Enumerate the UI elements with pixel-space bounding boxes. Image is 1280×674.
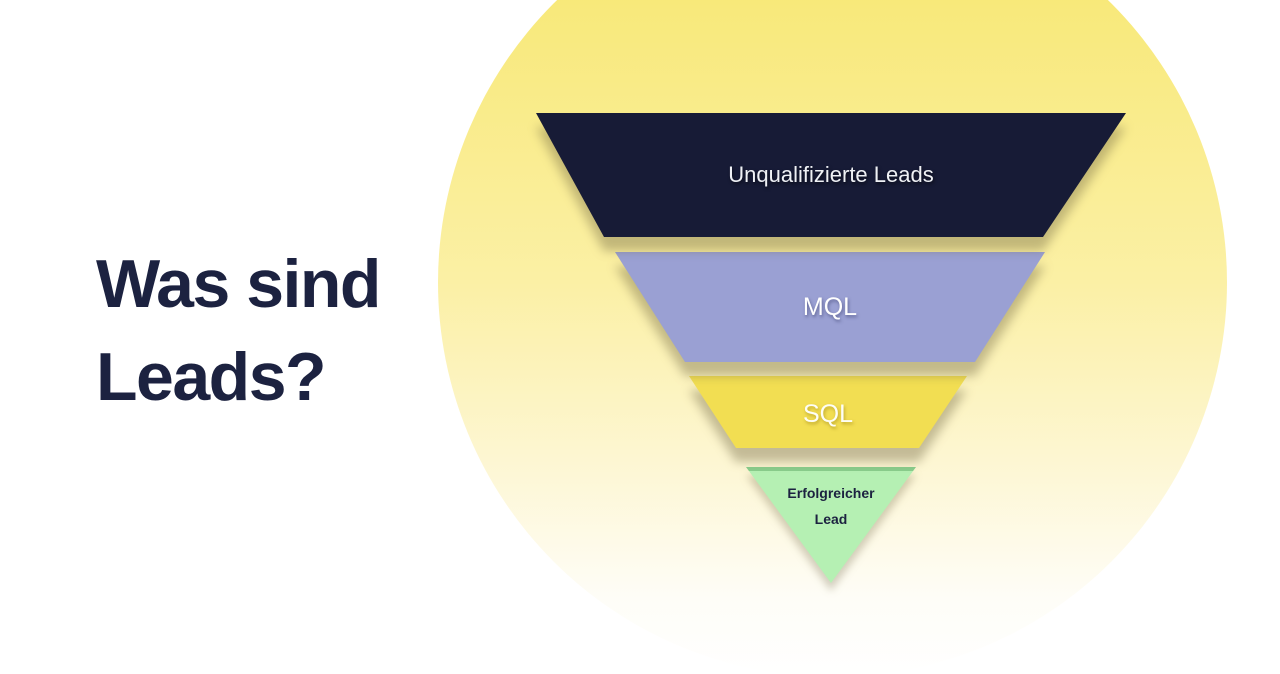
funnel-stage-mql-shape: MQL [615,252,1045,362]
funnel-stage-unqualifizierte-leads: Unqualifizierte Leads [536,113,1126,237]
stage-label-line-2: Lead [814,511,848,527]
funnel-stage-erfolgreicher-lead-shape: Erfolgreicher Lead [746,467,916,583]
funnel-stage-label-sql: SQL [802,399,854,428]
funnel-stage-label-erfolgreicher-lead: Erfolgreicher Lead [787,467,874,532]
funnel-stage-label-mql: MQL [802,292,858,321]
page-title-line-2: Leads? [96,339,327,415]
stage-top-edge [746,467,916,471]
funnel-stage-erfolgreicher-lead: Erfolgreicher Lead [746,467,916,583]
page-title-line-1: Was sind [96,246,381,322]
stage-label-line-1: Erfolgreicher [787,485,875,501]
funnel-stage-mql: MQL [615,252,1045,362]
funnel-stage-sql: SQL [689,376,967,448]
funnel-stage-label-unqualifizierte-leads: Unqualifizierte Leads [728,162,934,187]
page-title: Was sind Leads? [96,238,381,424]
funnel-stage-unqualifizierte-leads-shape: Unqualifizierte Leads [536,113,1126,237]
funnel-stage-sql-shape: SQL [689,376,967,448]
